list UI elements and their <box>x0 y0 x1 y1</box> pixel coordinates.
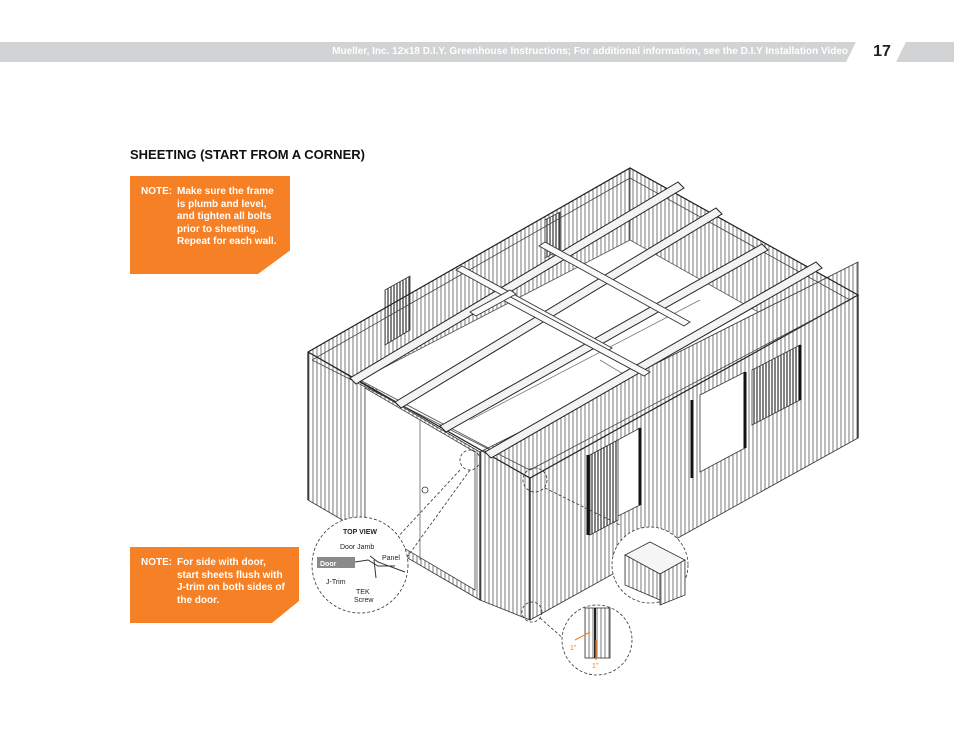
note-label: NOTE: <box>141 557 173 568</box>
header-bar-left <box>0 42 856 62</box>
header-bar-right <box>896 42 954 62</box>
corner-detail-contents <box>624 541 686 606</box>
dim-left-label: 1" <box>570 645 577 652</box>
jtrim-shape <box>354 559 395 567</box>
note-door-side: NOTE: For side with door, start sheets f… <box>130 547 299 623</box>
dim-arrow-left <box>574 631 591 641</box>
window-dark-2 <box>589 439 619 536</box>
panel-line <box>369 555 406 573</box>
panel-label: Panel <box>382 555 400 562</box>
note-label: NOTE: <box>141 186 173 197</box>
door-block <box>317 557 355 568</box>
door-jamb-label: Door Jamb <box>340 544 374 551</box>
dim-right-label: 1" <box>592 663 599 670</box>
roof-rafters <box>455 241 691 377</box>
leader <box>404 469 471 561</box>
top-view-label: TOP VIEW <box>343 529 377 536</box>
door-label: Door <box>320 561 337 568</box>
base-detail-contents <box>574 607 611 660</box>
screw-label: Screw <box>354 597 374 604</box>
note-text: Make sure the frame is plumb and level, … <box>177 186 277 248</box>
callout-base-marker <box>521 601 543 623</box>
header-title: Mueller, Inc. 12x18 D.I.Y. Greenhouse In… <box>332 46 848 57</box>
top-frame-inner <box>311 177 851 471</box>
floor-line <box>469 299 701 421</box>
tek-label: TEK <box>356 589 370 596</box>
screw-icon <box>373 559 377 579</box>
roof-purlins <box>349 181 823 459</box>
top-view-contents <box>317 555 406 579</box>
note-text: For side with door, start sheets flush w… <box>177 557 285 606</box>
top-view-detail <box>311 516 409 614</box>
note-frame-plumb: NOTE: Make sure the frame is plumb and l… <box>130 176 290 274</box>
section-title: SHEETING (START FROM A CORNER) <box>130 147 365 162</box>
leader <box>539 617 566 641</box>
callout-corner-marker <box>522 467 548 493</box>
page-number: 17 <box>873 43 891 60</box>
leader <box>544 487 621 526</box>
back-window-1 <box>384 275 411 346</box>
leader <box>394 469 461 541</box>
building-frame <box>307 167 860 621</box>
jtrim-label: J-Trim <box>326 579 346 586</box>
door-handle-icon <box>421 486 429 494</box>
